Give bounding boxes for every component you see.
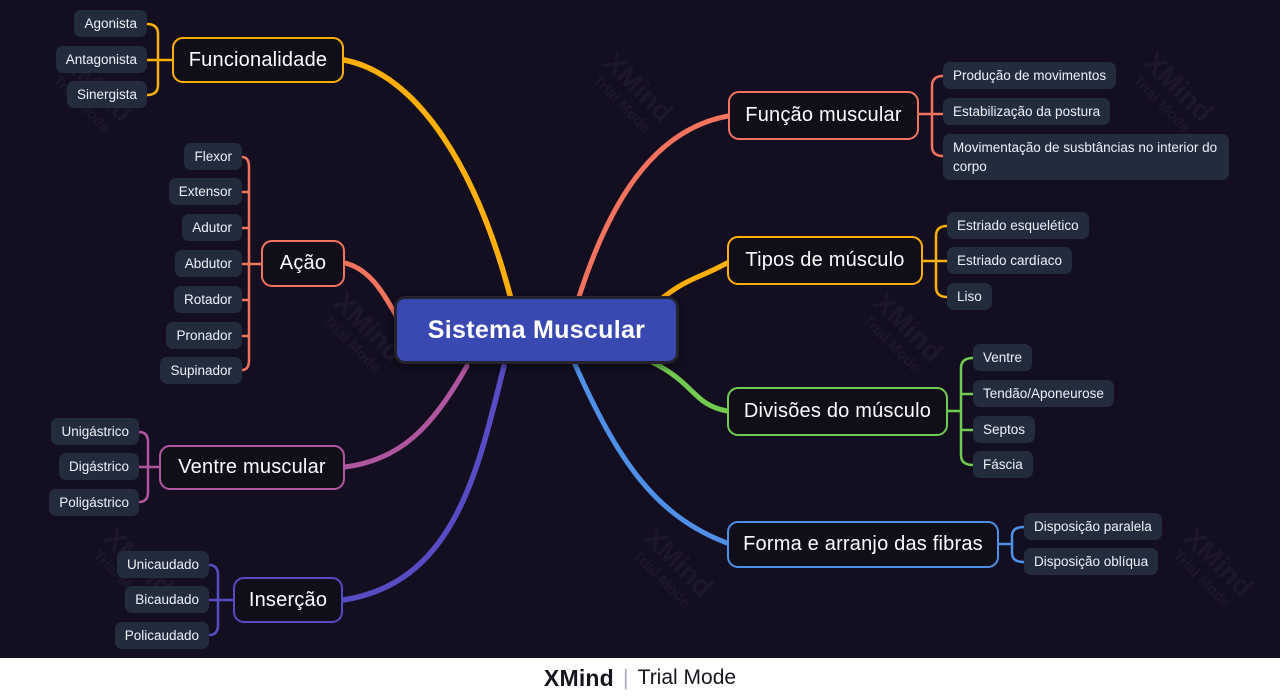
branch-curve-acao [342, 260, 403, 325]
branch-curve-divisoes-do-musculo [649, 359, 730, 414]
subtopic-policaudado[interactable]: Policaudado [114, 622, 209, 649]
topic-funcionalidade[interactable]: Funcionalidade [172, 37, 344, 83]
subtopic-movimentacao-de-substancias[interactable]: Movimentação de susbtâncias no interior … [943, 134, 1229, 180]
subtopic-producao-de-movimentos[interactable]: Produção de movimentos [943, 62, 1117, 89]
branch-curve-funcionalidade [341, 57, 515, 306]
subtopic-disposicao-obliqua[interactable]: Disposição oblíqua [1024, 548, 1159, 575]
topic-forma-e-arranjo-das-fibras[interactable]: Forma e arranjo das fibras [727, 521, 999, 568]
topic-ventre-muscular[interactable]: Ventre muscular [159, 445, 345, 490]
subtopic-antagonista[interactable]: Antagonista [55, 46, 147, 73]
branch-curve-funcao-muscular [575, 113, 731, 303]
topic-divisoes-do-musculo[interactable]: Divisões do músculo [727, 387, 948, 436]
child-connector-ventre-muscular [137, 430, 161, 504]
subtopic-unicaudado[interactable]: Unicaudado [116, 551, 209, 578]
subtopic-poligastrico[interactable]: Poligástrico [49, 489, 139, 516]
subtopic-fascia[interactable]: Fáscia [973, 451, 1033, 478]
subtopic-digastrico[interactable]: Digástrico [58, 453, 139, 480]
central-topic[interactable]: Sistema Muscular [394, 296, 679, 364]
child-connector-acao [240, 155, 263, 372]
child-connector-insercao [207, 563, 235, 637]
trial-mode-text: Trial Mode [637, 666, 737, 689]
child-connector-funcao-muscular [917, 74, 945, 158]
subtopic-flexor[interactable]: Flexor [184, 143, 242, 170]
subtopic-rotador[interactable]: Rotador [173, 286, 242, 313]
branch-curve-ventre-muscular [342, 363, 470, 470]
subtopic-liso[interactable]: Liso [947, 283, 992, 310]
footer-divider: | [622, 665, 629, 690]
subtopic-tendao-aponeurose[interactable]: Tendão/Aponeurose [973, 380, 1114, 407]
branch-curve-forma-e-arranjo [571, 359, 730, 546]
subtopic-estabilizacao-da-postura[interactable]: Estabilização da postura [943, 98, 1111, 125]
footer-bar: XMind | Trial Mode [0, 658, 1280, 698]
subtopic-pronador[interactable]: Pronador [166, 322, 242, 349]
topic-funcao-muscular[interactable]: Função muscular [728, 91, 919, 140]
subtopic-agonista[interactable]: Agonista [74, 10, 147, 37]
subtopic-ventre[interactable]: Ventre [973, 344, 1033, 371]
subtopic-sinergista[interactable]: Sinergista [66, 81, 147, 108]
subtopic-extensor[interactable]: Extensor [168, 178, 242, 205]
child-connector-divisoes-do-musculo [946, 356, 975, 467]
topic-acao[interactable]: Ação [261, 240, 345, 287]
subtopic-abdutor[interactable]: Abdutor [174, 250, 242, 277]
subtopic-estriado-esqueletico[interactable]: Estriado esquelético [947, 212, 1089, 239]
subtopic-unigastrico[interactable]: Unigástrico [51, 418, 139, 445]
subtopic-disposicao-paralela[interactable]: Disposição paralela [1024, 513, 1162, 540]
subtopic-bicaudado[interactable]: Bicaudado [125, 586, 209, 613]
branch-curve-insercao [340, 363, 507, 603]
child-connector-forma-e-arranjo [997, 525, 1026, 564]
xmind-logo-text: XMind [543, 664, 614, 691]
child-connector-funcionalidade [145, 22, 174, 97]
subtopic-estriado-cardiaco[interactable]: Estriado cardíaco [947, 247, 1073, 274]
subtopic-supinador[interactable]: Supinador [160, 357, 242, 384]
topic-tipos-de-musculo[interactable]: Tipos de músculo [727, 236, 923, 285]
subtopic-adutor[interactable]: Adutor [182, 214, 242, 241]
topic-insercao[interactable]: Inserção [233, 577, 343, 623]
child-connector-tipos-de-musculo [921, 224, 949, 299]
subtopic-septos[interactable]: Septos [973, 416, 1036, 443]
